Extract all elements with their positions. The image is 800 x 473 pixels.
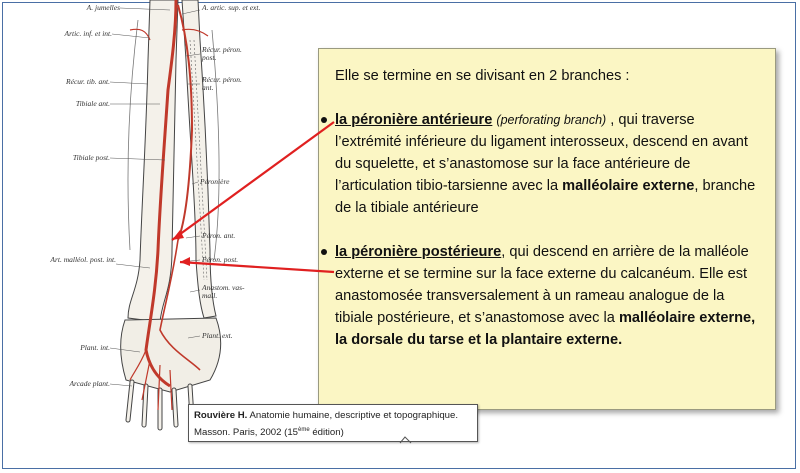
bullet-peroniere-posterieure: la péronière postérieure, qui descend en… xyxy=(321,241,761,351)
label-recur-peron-ant: Récur. péron. ant. xyxy=(202,75,242,92)
label-peroniere: Péronière xyxy=(200,177,230,186)
label-anastom-vas-mall: Anastom. vas-mall. xyxy=(202,283,245,300)
label-artic-inf-int: Artic. inf. et int. xyxy=(64,29,113,38)
label-tibiale-post: Tibiale post. xyxy=(72,153,110,162)
bullet-peroniere-anterieure: la péronière antérieure (perforating bra… xyxy=(321,109,761,219)
label-arcade-plant: Arcade plant. xyxy=(69,379,110,388)
label-peron-post: Péron. post. xyxy=(202,255,239,264)
anastomoses-terms: malléolaire externe, la dorsale du tarse… xyxy=(335,310,756,348)
label-plant-int: Plant. int. xyxy=(80,343,110,352)
reference-superscript: ème xyxy=(298,427,310,433)
perforating-branch-note: (perforating branch) xyxy=(496,113,607,127)
reference-citation: Rouvière H. Anatomie humaine, descriptiv… xyxy=(188,404,478,442)
reference-edition: édition) xyxy=(309,427,344,439)
reference-author: Rouvière H. xyxy=(194,410,248,421)
label-plant-ext: Plant. ext. xyxy=(202,331,233,340)
description-textbox: Elle se termine en se divisant en 2 bran… xyxy=(318,48,776,410)
reference-line-2: Masson. Paris, 2002 (15ème édition) xyxy=(194,423,472,440)
label-a-artic-sup-ext: A. artic. sup. et ext. xyxy=(202,3,261,12)
peroniere-anterieure-title: la péronière antérieure xyxy=(335,112,493,128)
reference-line-1: Rouvière H. Anatomie humaine, descriptiv… xyxy=(194,409,472,423)
label-peron-ant: Péron. ant. xyxy=(202,231,236,240)
bullet-dot xyxy=(321,249,327,255)
peroniere-anterieure-text-end: , branche de la tibiale antérieure xyxy=(335,178,756,216)
label-recur-tib-ant: Récur. tib. ant. xyxy=(66,77,110,86)
label-a-jumelles: A. jumelles xyxy=(86,3,120,12)
leg-arteries-illustration xyxy=(109,0,222,431)
reference-title: Anatomie humaine, descriptive et topogra… xyxy=(247,410,458,421)
peroniere-posterieure-title: la péronière postérieure xyxy=(335,244,502,260)
corner-mark xyxy=(399,436,412,444)
label-art-malleol-post-int: Art. malléol. post. int. xyxy=(50,255,116,264)
intro-text: Elle se termine en se divisant en 2 bran… xyxy=(335,68,630,84)
label-recur-peron-post: Récur. péron. post. xyxy=(202,45,242,62)
bullet-dot xyxy=(321,117,327,123)
peroniere-anterieure-text: , qui traverse l’extrémité inférieure du… xyxy=(335,112,748,194)
malleolaire-externe-term: malléolaire externe xyxy=(562,178,695,194)
peroniere-posterieure-text: , qui descend en arrière de la malléole … xyxy=(335,244,749,326)
reference-publisher: Masson. Paris, 2002 (15 xyxy=(194,427,298,439)
label-tibiale-ant: Tibiale ant. xyxy=(75,99,110,108)
